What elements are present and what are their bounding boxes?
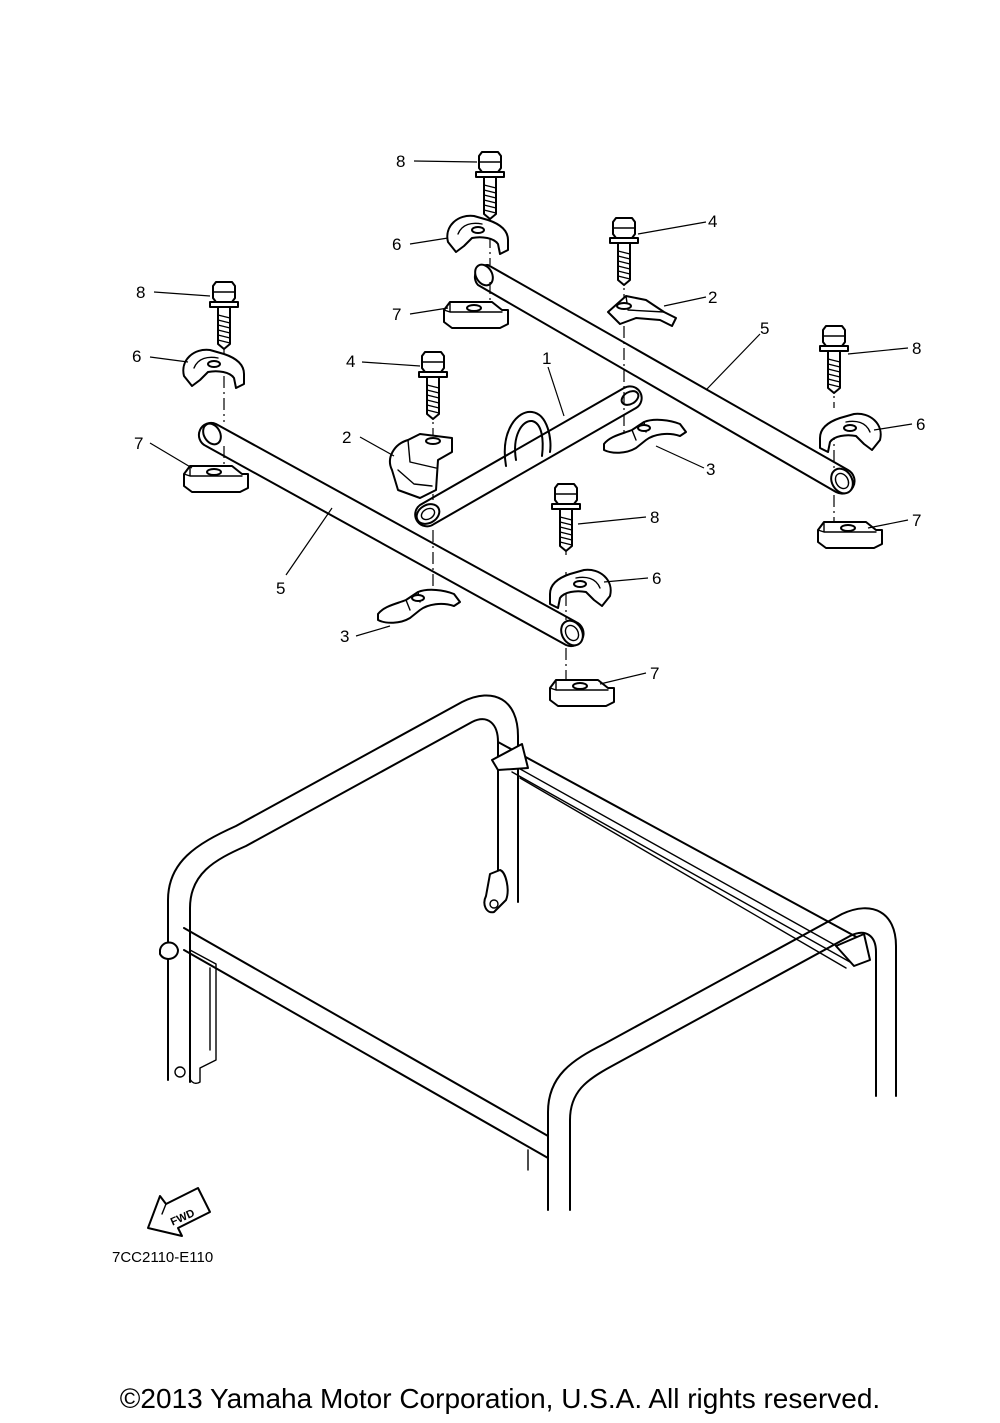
bolt-left [209, 281, 239, 350]
holder-clamp-right [819, 412, 882, 453]
callout-3-right: 3 [706, 460, 715, 479]
bolt-top-center [475, 151, 505, 220]
flange-bolt-center [418, 351, 448, 420]
callout-5-right: 5 [760, 319, 769, 338]
roll-cage-frame [159, 694, 897, 1211]
diagram-code: 7CC2110-E110 [112, 1249, 213, 1266]
forward-direction-icon: FWD [147, 1187, 211, 1237]
callout-8-top: 8 [396, 152, 405, 171]
callout-6-left: 6 [132, 347, 141, 366]
callout-7-top: 7 [392, 305, 401, 324]
callout-8-left: 8 [136, 283, 145, 302]
holder-clamp-top [446, 214, 509, 255]
flange-bolt-right [609, 217, 639, 286]
holder-clamp-left [182, 348, 245, 389]
callout-1: 1 [542, 349, 551, 368]
holder-clamp-lower [549, 568, 612, 609]
spacer-plate-lower [549, 679, 615, 707]
cross-bar-front [197, 421, 585, 648]
callout-8-right: 8 [912, 339, 921, 358]
callout-4-right: 4 [708, 212, 717, 231]
cross-bar-rear [473, 263, 856, 495]
callout-4-center: 4 [346, 352, 355, 371]
callout-7-right: 7 [912, 511, 921, 530]
callout-6-right: 6 [916, 415, 925, 434]
clamp-bracket-right [607, 295, 677, 327]
callout-8-lower: 8 [650, 508, 659, 527]
clamp-bracket-center [389, 433, 453, 499]
callout-3-left: 3 [340, 627, 349, 646]
center-bar-with-handle [414, 385, 643, 528]
callout-6-lower: 6 [652, 569, 661, 588]
callout-5-left: 5 [276, 579, 285, 598]
bolt-right [819, 325, 849, 394]
lower-bracket-left [377, 588, 461, 624]
callout-2-right: 2 [708, 288, 717, 307]
callout-7-left: 7 [134, 434, 143, 453]
spacer-plate-left [183, 465, 249, 493]
callout-labels: 8 6 4 2 7 5 8 6 4 1 2 8 6 7 3 7 5 8 6 3 … [132, 152, 925, 683]
copyright-notice: ©2013 Yamaha Motor Corporation, U.S.A. A… [120, 1383, 880, 1414]
spacer-plate-right [817, 521, 883, 549]
lower-bracket-right [603, 418, 687, 454]
callout-6-top: 6 [392, 235, 401, 254]
bolt-lower [551, 483, 581, 552]
callout-2-center: 2 [342, 428, 351, 447]
spacer-plate-top [443, 301, 509, 329]
callout-7-lower: 7 [650, 664, 659, 683]
leader-lines [149, 160, 913, 685]
